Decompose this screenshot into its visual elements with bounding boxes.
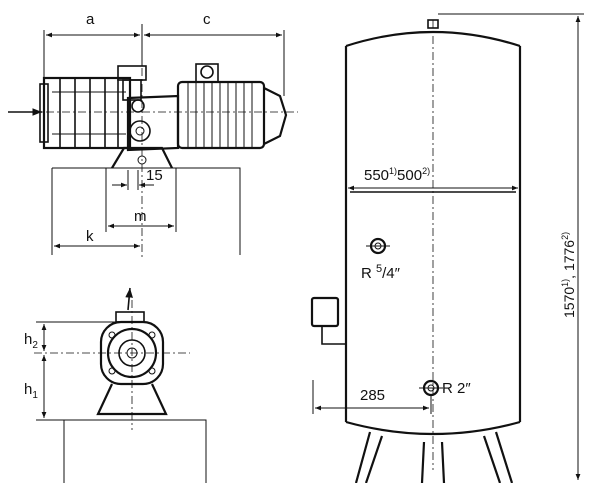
tank-height-label: 15701), 17762) (560, 232, 577, 318)
pressure-switch (310, 296, 340, 328)
dimension-c-label: c (203, 11, 211, 28)
outlet-arrow (125, 287, 133, 311)
dimension-k-label: k (86, 228, 94, 245)
motor-body (176, 80, 266, 150)
tank-leg-left (354, 431, 384, 483)
tank-bottom-dome (345, 420, 521, 436)
pump-body (126, 94, 180, 152)
pump-pedestal (111, 146, 173, 169)
pressure-tank: R 5/4″ R 2″ 5501)5002) 285 15701), 17762… (310, 13, 584, 483)
dimension-15-label: 15 (146, 167, 163, 184)
foundation-block (51, 167, 241, 255)
connection-lower-label: R 2″ (442, 380, 471, 397)
motor-fins (187, 82, 253, 148)
dimension-285-label: 285 (360, 387, 385, 404)
pump-stage-housing (42, 76, 132, 150)
tank-diameter-label: 5501)5002) (364, 166, 430, 184)
terminal-box (195, 63, 219, 83)
dimension-a-label: a (86, 11, 95, 28)
pump-front-view: h2 h1 (24, 287, 207, 483)
connection-upper-label: R 5/4″ (361, 263, 401, 282)
dimension-m-label: m (134, 208, 147, 225)
motor-fan-cover (263, 87, 288, 145)
tank-leg-right (482, 431, 514, 483)
dimension-h1-label: h1 (24, 381, 38, 401)
front-foundation (63, 419, 207, 483)
tank-leg-center (420, 441, 446, 483)
dimension-h2-label: h2 (24, 331, 38, 351)
pump-side-view: a c 15 m k (8, 11, 298, 258)
